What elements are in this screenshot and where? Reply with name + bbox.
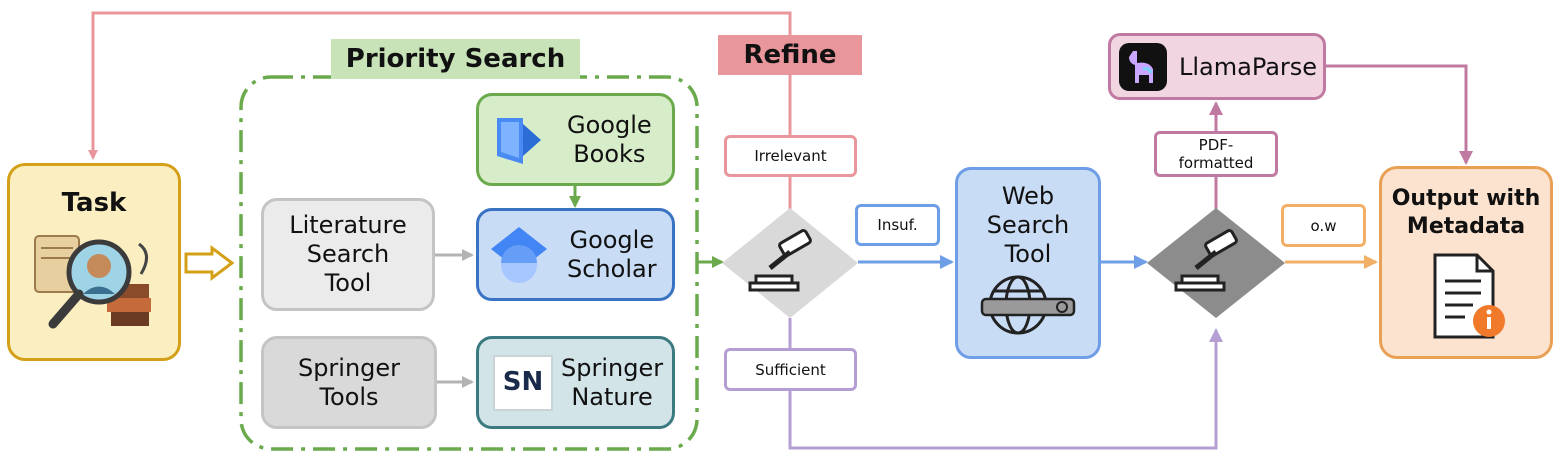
literature-search-tool-box[interactable]: Literature Search Tool [261, 198, 435, 311]
otherwise-label: o.w [1281, 204, 1366, 247]
llama-icon [1119, 42, 1167, 91]
google-scholar-icon [491, 226, 547, 283]
task-box[interactable]: Task [7, 163, 181, 361]
refine-loop-arrow [88, 11, 792, 210]
judge-diamond-refine [722, 208, 858, 318]
llamaparse-to-output-arrow [1326, 64, 1473, 165]
gavel-icon [748, 229, 812, 292]
springer-nature-box[interactable]: SN Springer Nature [476, 336, 675, 429]
output-title: Output with Metadata [1391, 186, 1541, 239]
task-title: Task [61, 188, 127, 218]
insufficient-label: Insuf. [855, 204, 940, 246]
google-books-box[interactable]: Google Books [476, 93, 675, 186]
document-info-icon [1433, 253, 1505, 339]
sufficient-label: Sufficient [724, 348, 857, 391]
web-search-globe-icon [980, 275, 1076, 335]
springer-nature-logo: SN [493, 354, 553, 411]
priority-search-title: Priority Search [331, 39, 580, 79]
gavel-icon [1174, 229, 1238, 292]
google-scholar-box[interactable]: Google Scholar [476, 208, 675, 301]
irrelevant-label: Irrelevant [724, 135, 857, 177]
researcher-magnifier-icon [34, 235, 151, 329]
llamaparse-box[interactable]: LlamaParse [1108, 33, 1326, 100]
web-search-tool-box[interactable]: Web Search Tool [955, 167, 1101, 359]
judge-diamond-format [1147, 208, 1285, 318]
pdf-formatted-label: PDF- formatted [1154, 131, 1278, 177]
google-books-icon [497, 117, 541, 164]
springer-tools-box[interactable]: Springer Tools [261, 336, 437, 429]
task-to-search-arrow [184, 245, 235, 281]
output-box[interactable]: Output with Metadata [1379, 166, 1553, 359]
refine-title: Refine [718, 35, 862, 75]
